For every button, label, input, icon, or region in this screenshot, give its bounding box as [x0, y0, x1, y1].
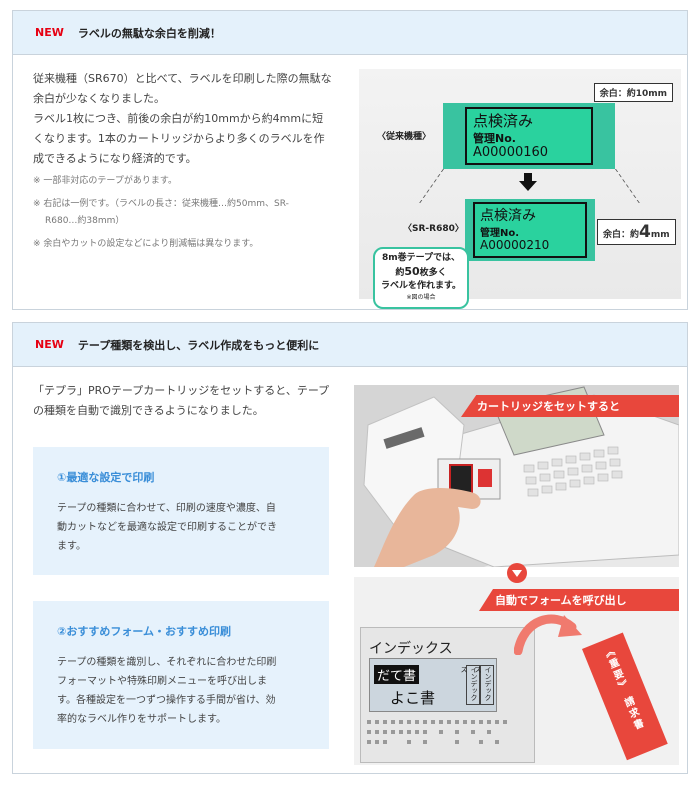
guide-line-left — [419, 169, 444, 203]
printed-red-label: 《重要》 請求書 — [582, 632, 668, 761]
section-margin-reduction: NEW ラベルの無駄な余白を削減！ 従来機種（SR670）と比べて、ラベルを印刷… — [12, 10, 688, 310]
labels-gain-bubble: 8m巻テープでは、 約50枚多く ラベルを作れます。 ※図の場合 — [373, 247, 469, 309]
cartridge-insert-photo: カートリッジをセットすると — [354, 385, 679, 567]
new-machine-label: 〈SR-R680〉 — [403, 224, 464, 234]
new-label-print: 点検済み 管理No. A00000210 — [473, 202, 587, 258]
arrow-down-icon — [519, 173, 537, 191]
section-title: ラベルの無駄な余白を削減！ — [77, 26, 221, 40]
new-badge: NEW — [35, 338, 64, 351]
chevron-down-icon — [507, 563, 527, 583]
new-badge: NEW — [35, 26, 64, 39]
device-screen: インデックス だて書 よこ書 インデックス インデックス — [360, 627, 535, 763]
old-label-tape: 点検済み 管理No. A00000160 — [443, 103, 615, 169]
feature-text: テープの種類に合わせて、印刷の速度や濃度、自 動カットなどを最適な設定で印刷する… — [57, 503, 277, 552]
section-title: テープ種類を検出し、ラベル作成をもっと便利に — [77, 338, 320, 352]
new-margin-label: 余白：約4mm — [597, 219, 676, 245]
photo1-caption: カートリッジをセットすると — [461, 395, 679, 417]
guide-line-right — [615, 169, 640, 203]
section-header: NEW ラベルの無駄な余白を削減！ — [13, 11, 687, 55]
auto-form-photo: 自動でフォームを呼び出し インデックス だて書 よこ書 インデックス インデック… — [354, 577, 679, 765]
feature-title: ②おすすめフォーム・おすすめ印刷 — [57, 625, 231, 638]
old-margin-label: 余白：約10mm — [593, 83, 673, 102]
photo2-caption: 自動でフォームを呼び出し — [479, 589, 679, 611]
feature-title: ①最適な設定で印刷 — [57, 471, 155, 484]
screen-title: インデックス — [369, 641, 453, 657]
feature-optimal-settings: ①最適な設定で印刷 テープの種類に合わせて、印刷の速度や濃度、自 動カットなどを… — [33, 447, 329, 575]
screen-key-glyphs — [367, 720, 507, 744]
feature-recommended-forms: ②おすすめフォーム・おすすめ印刷 テープの種類を識別し、それぞれに合わせた印刷 … — [33, 601, 329, 749]
section-header: NEW テープ種類を検出し、ラベル作成をもっと便利に — [13, 323, 687, 367]
old-label-print: 点検済み 管理No. A00000160 — [465, 107, 593, 165]
section-description: 従来機種（SR670）と比べて、ラベルを印刷した際の無駄な 余白が少なくなりまし… — [33, 72, 332, 165]
feature-text: テープの種類を識別し、それぞれに合わせた印刷 フォーマットや特殊印刷メニューを呼… — [57, 657, 277, 725]
section-notes: ※ 一部非対応のテープがあります。 ※ 右記は一例です。（ラベルの長さ：従来機種… — [33, 176, 289, 249]
new-label-tape: 点検済み 管理No. A00000210 — [465, 199, 595, 261]
section-intro: 「テプラ」PROテープカートリッジをセットすると、テープ の種類を自動で識別でき… — [33, 384, 330, 417]
old-machine-label: 〈従来機種〉 — [377, 132, 432, 142]
screen-form-preview: だて書 よこ書 インデックス インデックス — [369, 658, 497, 712]
curved-arrow-icon — [514, 614, 582, 655]
section-tape-detection: NEW テープ種類を検出し、ラベル作成をもっと便利に 「テプラ」PROテープカー… — [12, 322, 688, 774]
